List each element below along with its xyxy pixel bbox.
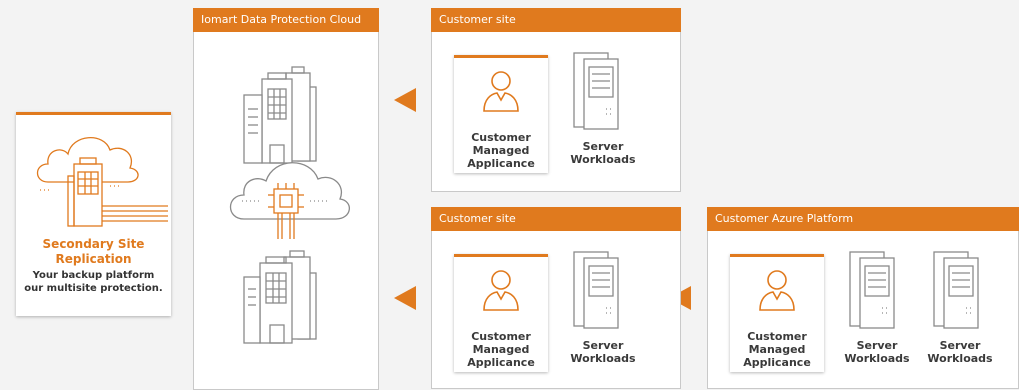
- panel-header: Iomart Data Protection Cloud: [193, 8, 379, 32]
- buildings-icon: [243, 250, 317, 344]
- appliance-card: Customer Managed Applicance: [454, 254, 548, 372]
- server-label-1: Server: [582, 339, 624, 352]
- server-icon: [849, 251, 895, 329]
- server-label-2: Workloads: [927, 352, 993, 365]
- appliance-label-2: Managed: [472, 144, 530, 157]
- panel-header: Customer site: [431, 8, 681, 32]
- secondary-site-desc-1: Your backup platform: [32, 270, 155, 281]
- person-icon: [483, 270, 519, 311]
- appliance-label-1: Customer: [471, 330, 531, 343]
- appliance-label-3: Applicance: [467, 356, 535, 369]
- appliance-card: Customer Managed Applicance: [730, 254, 824, 372]
- server-label-1: Server: [856, 339, 898, 352]
- server-label-2: Workloads: [570, 352, 636, 365]
- panel-header: Customer Azure Platform: [707, 207, 1019, 231]
- buildings-icon: [243, 66, 317, 164]
- appliance-label-1: Customer: [471, 131, 531, 144]
- appliance-label-2: Managed: [748, 343, 806, 356]
- secondary-site-title-1: Secondary Site: [42, 237, 145, 251]
- server-label-1: Server: [582, 140, 624, 153]
- server-icon: [573, 251, 619, 329]
- iomart-cloud-panel: Iomart Data Protection Cloud: [193, 8, 379, 390]
- appliance-label-2: Managed: [472, 343, 530, 356]
- server-label-1: Server: [939, 339, 981, 352]
- server-label-2: Workloads: [844, 352, 910, 365]
- azure-platform-panel: Customer Azure Platform Customer Managed…: [707, 207, 1019, 389]
- person-icon: [483, 71, 519, 112]
- person-icon: [759, 270, 795, 311]
- panel-header: Customer site: [431, 207, 681, 231]
- appliance-label-3: Applicance: [467, 157, 535, 170]
- secondary-site-desc-2: our multisite protection.: [24, 283, 163, 294]
- customer-site-panel-1: Customer site Customer Managed Applicanc…: [431, 8, 681, 192]
- cloud-chip-icon: [229, 162, 350, 239]
- secondary-site-card: Secondary Site Replication Your backup p…: [16, 112, 171, 316]
- customer-site-panel-2: Customer site Customer Managed Applicanc…: [431, 207, 681, 389]
- card-accent-bar: [16, 112, 171, 115]
- secondary-site-title-2: Replication: [55, 252, 132, 266]
- server-label-2: Workloads: [570, 153, 636, 166]
- arrow-left-icon: [394, 286, 416, 310]
- server-icon: [573, 52, 619, 130]
- appliance-label-3: Applicance: [743, 356, 811, 369]
- appliance-card: Customer Managed Applicance: [454, 55, 548, 173]
- server-icon: [933, 251, 979, 329]
- cloud-building-icon: [36, 137, 168, 227]
- appliance-label-1: Customer: [747, 330, 807, 343]
- arrow-left-icon: [394, 88, 416, 112]
